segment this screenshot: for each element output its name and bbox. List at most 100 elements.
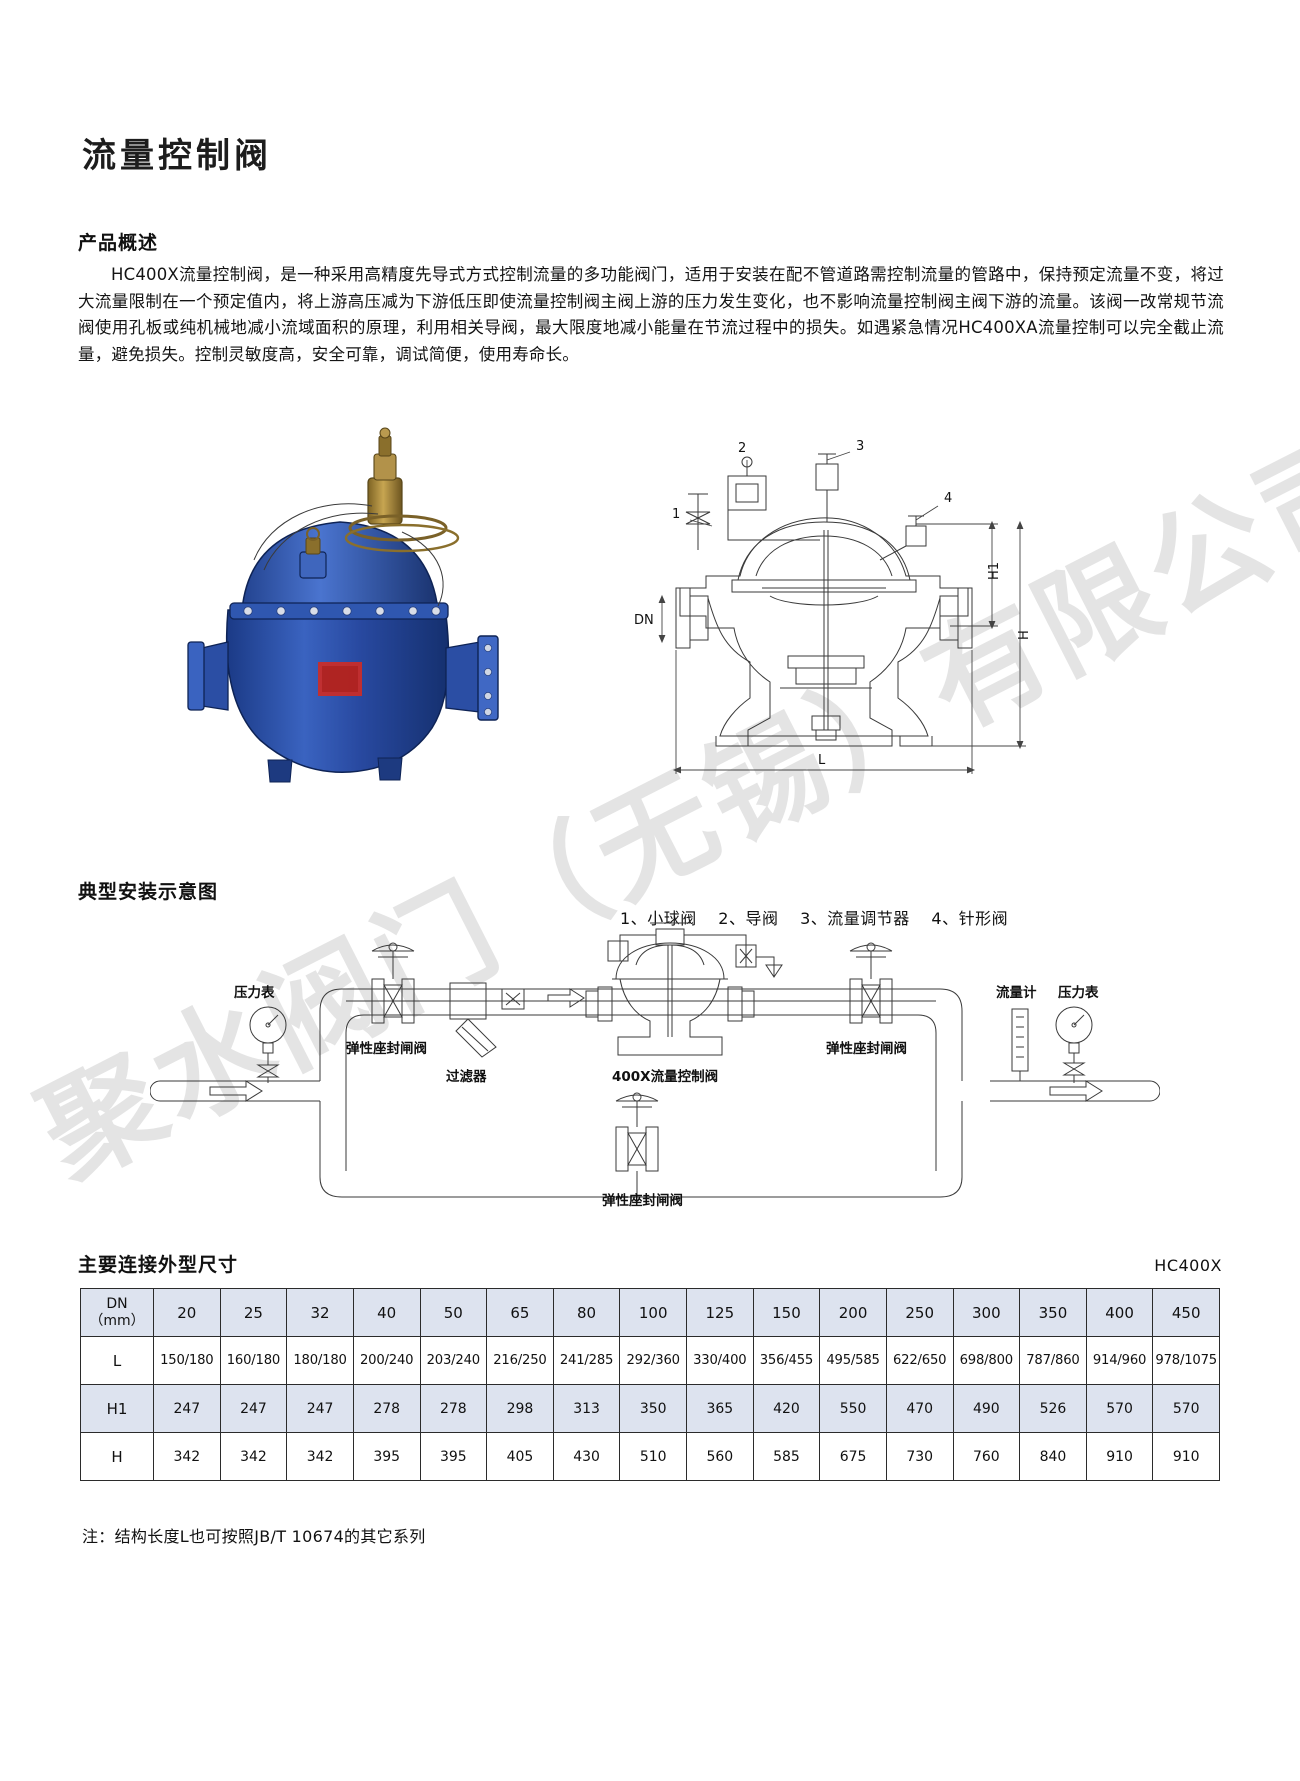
label-strainer: 过滤器 (446, 1068, 487, 1085)
cell-H1-32: 247 (286, 1384, 354, 1433)
cell-H-65: 405 (486, 1432, 554, 1481)
cell-H1-400: 570 (1085, 1384, 1154, 1433)
label-gate-valve-left: 弹性座封闸阀 (346, 1040, 427, 1057)
cell-H-450: 910 (1152, 1432, 1220, 1481)
overview-body-text: HC400X流量控制阀，是一种采用高精度先导式方式控制流量的多功能阀门，适用于安… (78, 265, 1224, 364)
cell-H-20: 342 (153, 1432, 221, 1481)
label-pressure-gauge-left: 压力表 (234, 984, 275, 1001)
column-header-dn-350: 350 (1019, 1288, 1087, 1337)
row-label-H1: H1 (80, 1384, 154, 1433)
dimension-h-label: H (1017, 630, 1032, 640)
column-header-dn-25: 25 (219, 1288, 288, 1337)
column-header-dn-150: 150 (752, 1288, 821, 1337)
table-note: 注：结构长度L也可按照JB/T 10674的其它系列 (82, 1527, 426, 1546)
dimension-l-label: L (818, 753, 826, 768)
table-corner-header: DN （mm） (80, 1288, 154, 1337)
cell-H1-50: 278 (419, 1384, 488, 1433)
column-header-dn-80: 80 (552, 1288, 621, 1337)
cell-H-400: 910 (1085, 1432, 1154, 1481)
column-header-dn-32: 32 (286, 1288, 354, 1337)
callout-4: 4 (944, 491, 952, 506)
cell-L-125: 330/400 (686, 1336, 754, 1385)
label-pressure-gauge-right: 压力表 (1058, 984, 1099, 1001)
cell-H1-40: 278 (352, 1384, 421, 1433)
column-header-dn-300: 300 (952, 1288, 1021, 1337)
installation-schematic: 弹性座封闸阀 过滤器 (150, 905, 1160, 1235)
cell-L-40: 200/240 (352, 1336, 421, 1385)
cell-H-350: 840 (1019, 1432, 1087, 1481)
cell-L-25: 160/180 (219, 1336, 288, 1385)
column-header-dn-100: 100 (619, 1288, 687, 1337)
column-header-dn-20: 20 (153, 1288, 221, 1337)
cell-H1-80: 313 (552, 1384, 621, 1433)
valve-cross-section-drawing: 1 2 3 4 H1 (620, 430, 1040, 790)
cell-L-250: 622/650 (885, 1336, 954, 1385)
cell-H-250: 730 (885, 1432, 954, 1481)
dimensions-heading: 主要连接外型尺寸 (78, 1254, 239, 1276)
cell-L-20: 150/180 (153, 1336, 221, 1385)
cell-H-25: 342 (219, 1432, 288, 1481)
label-flow-meter: 流量计 (996, 984, 1037, 1001)
column-header-dn-40: 40 (352, 1288, 421, 1337)
cell-L-450: 978/1075 (1152, 1336, 1220, 1385)
cell-H-200: 675 (819, 1432, 887, 1481)
model-code: HC400X (1154, 1256, 1222, 1275)
corner-label-mm: （mm） (89, 1312, 145, 1329)
cell-H-300: 760 (952, 1432, 1021, 1481)
product-figures: 1 2 3 4 H1 (0, 400, 1300, 880)
column-header-dn-50: 50 (419, 1288, 488, 1337)
cell-H-125: 560 (686, 1432, 754, 1481)
cell-L-300: 698/800 (952, 1336, 1021, 1385)
cell-H1-450: 570 (1152, 1384, 1220, 1433)
column-header-dn-200: 200 (819, 1288, 887, 1337)
column-header-dn-250: 250 (885, 1288, 954, 1337)
legend-item-2: 2、导阀 (718, 909, 779, 928)
legend-item-3: 3、流量调节器 (800, 909, 910, 928)
cell-L-400: 914/960 (1085, 1336, 1154, 1385)
cell-L-80: 241/285 (552, 1336, 621, 1385)
callout-2: 2 (738, 441, 746, 456)
cell-H1-200: 550 (819, 1384, 887, 1433)
cell-L-65: 216/250 (486, 1336, 554, 1385)
cell-H1-250: 470 (885, 1384, 954, 1433)
callout-3: 3 (856, 439, 864, 454)
cell-H1-300: 490 (952, 1384, 1021, 1433)
cell-L-32: 180/180 (286, 1336, 354, 1385)
cell-H1-100: 350 (619, 1384, 687, 1433)
cell-H-80: 430 (552, 1432, 621, 1481)
cell-H1-150: 420 (752, 1384, 821, 1433)
dimension-dn-label: DN (634, 613, 654, 628)
installation-heading: 典型安装示意图 (78, 881, 219, 903)
column-header-dn-65: 65 (486, 1288, 554, 1337)
column-header-dn-400: 400 (1085, 1288, 1154, 1337)
legend-item-4: 4、针形阀 (931, 909, 1009, 928)
product-photo (150, 410, 570, 810)
overview-heading: 产品概述 (78, 232, 159, 254)
cell-H1-25: 247 (219, 1384, 288, 1433)
row-label-L: L (80, 1336, 154, 1385)
cell-L-50: 203/240 (419, 1336, 488, 1385)
cell-L-100: 292/360 (619, 1336, 687, 1385)
column-header-dn-125: 125 (686, 1288, 754, 1337)
cell-H-150: 585 (752, 1432, 821, 1481)
cell-H-32: 342 (286, 1432, 354, 1481)
dimension-h1-label: H1 (987, 562, 1002, 580)
cell-L-150: 356/455 (752, 1336, 821, 1385)
cell-H-100: 510 (619, 1432, 687, 1481)
label-gate-valve-bottom: 弹性座封闸阀 (602, 1192, 683, 1209)
cell-L-200: 495/585 (819, 1336, 887, 1385)
column-header-dn-450: 450 (1152, 1288, 1220, 1337)
corner-label-dn: DN (106, 1295, 128, 1312)
callout-1: 1 (672, 507, 680, 522)
page-title: 流量控制阀 (82, 136, 272, 176)
cell-H1-65: 298 (486, 1384, 554, 1433)
label-gate-valve-right: 弹性座封闸阀 (826, 1040, 907, 1057)
cell-H1-125: 365 (686, 1384, 754, 1433)
